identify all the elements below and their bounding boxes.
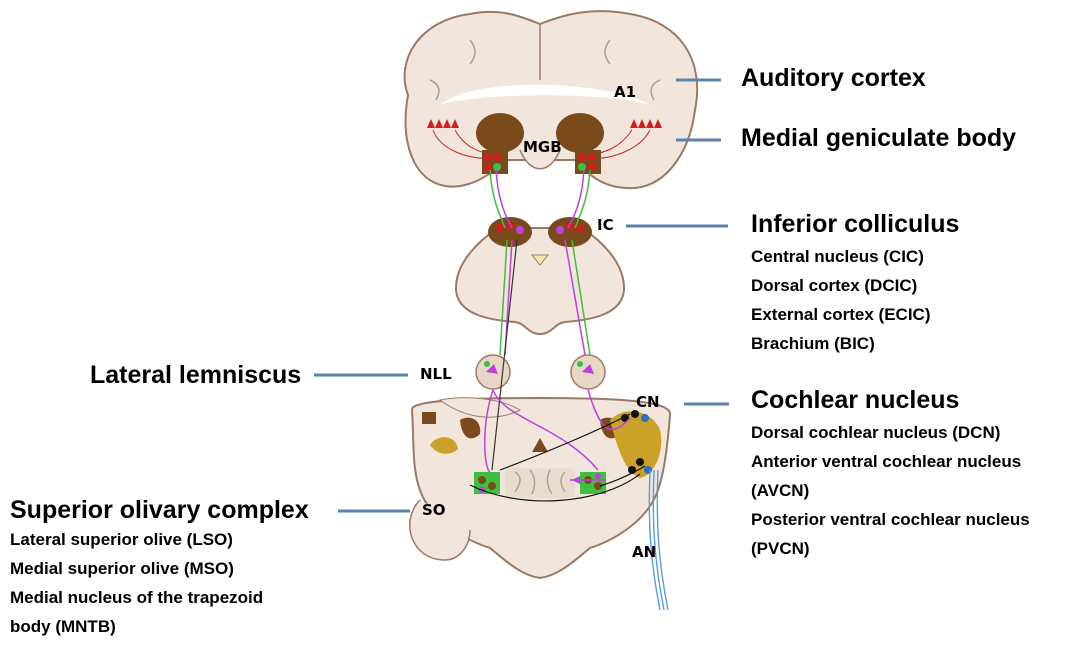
label-inferior-colliculus: Inferior colliculus <box>751 209 959 239</box>
soc-label-group: Superior olivary complex Lateral superio… <box>10 495 309 641</box>
soc-subitem: Lateral superior olive (LSO) <box>10 525 309 554</box>
tag-cn: CN <box>636 393 660 411</box>
ic-subitem: Central nucleus (CIC) <box>751 242 959 271</box>
cn-subitem: Posterior ventral cochlear nucleus <box>751 505 1030 534</box>
label-medial-geniculate-body: Medial geniculate body <box>741 123 1016 153</box>
soc-subitem: body (MNTB) <box>10 612 309 641</box>
ic-subitem: Dorsal cortex (DCIC) <box>751 271 959 300</box>
thalamus-right <box>556 113 604 153</box>
cn-subitem: (AVCN) <box>751 476 1030 505</box>
cn-subitem: Anterior ventral cochlear nucleus <box>751 447 1030 476</box>
thalamus-left <box>476 113 524 153</box>
soc-subitem: Medial superior olive (MSO) <box>10 554 309 583</box>
tag-ic: IC <box>597 216 614 234</box>
cortex-section <box>405 11 698 188</box>
label-auditory-cortex: Auditory cortex <box>741 63 926 93</box>
cn-subitem: Dorsal cochlear nucleus (DCN) <box>751 418 1030 447</box>
ic-subitem: Brachium (BIC) <box>751 329 959 358</box>
ic-left <box>488 217 532 247</box>
tag-a1: A1 <box>614 83 636 101</box>
ic-right <box>548 217 592 247</box>
mgb-neurons-right <box>575 150 601 174</box>
cn-subitem: (PVCN) <box>751 534 1030 563</box>
soc-subitem: Medial nucleus of the trapezoid <box>10 583 309 612</box>
tag-mgb: MGB <box>523 138 562 156</box>
tag-nll: NLL <box>420 365 452 383</box>
cn-label-group: Cochlear nucleus Dorsal cochlear nucleus… <box>751 385 1030 563</box>
label-cochlear-nucleus: Cochlear nucleus <box>751 385 1030 415</box>
tag-so: SO <box>422 501 446 519</box>
soc-right <box>580 472 606 494</box>
label-superior-olivary-complex: Superior olivary complex <box>10 495 309 525</box>
ic-label-group: Inferior colliculus Central nucleus (CIC… <box>751 209 959 358</box>
ic-subitem: External cortex (ECIC) <box>751 300 959 329</box>
tag-an: AN <box>632 543 656 561</box>
mgb-neurons-left <box>482 150 508 174</box>
soc-left <box>474 472 500 494</box>
label-lateral-lemniscus: Lateral lemniscus <box>90 360 301 390</box>
